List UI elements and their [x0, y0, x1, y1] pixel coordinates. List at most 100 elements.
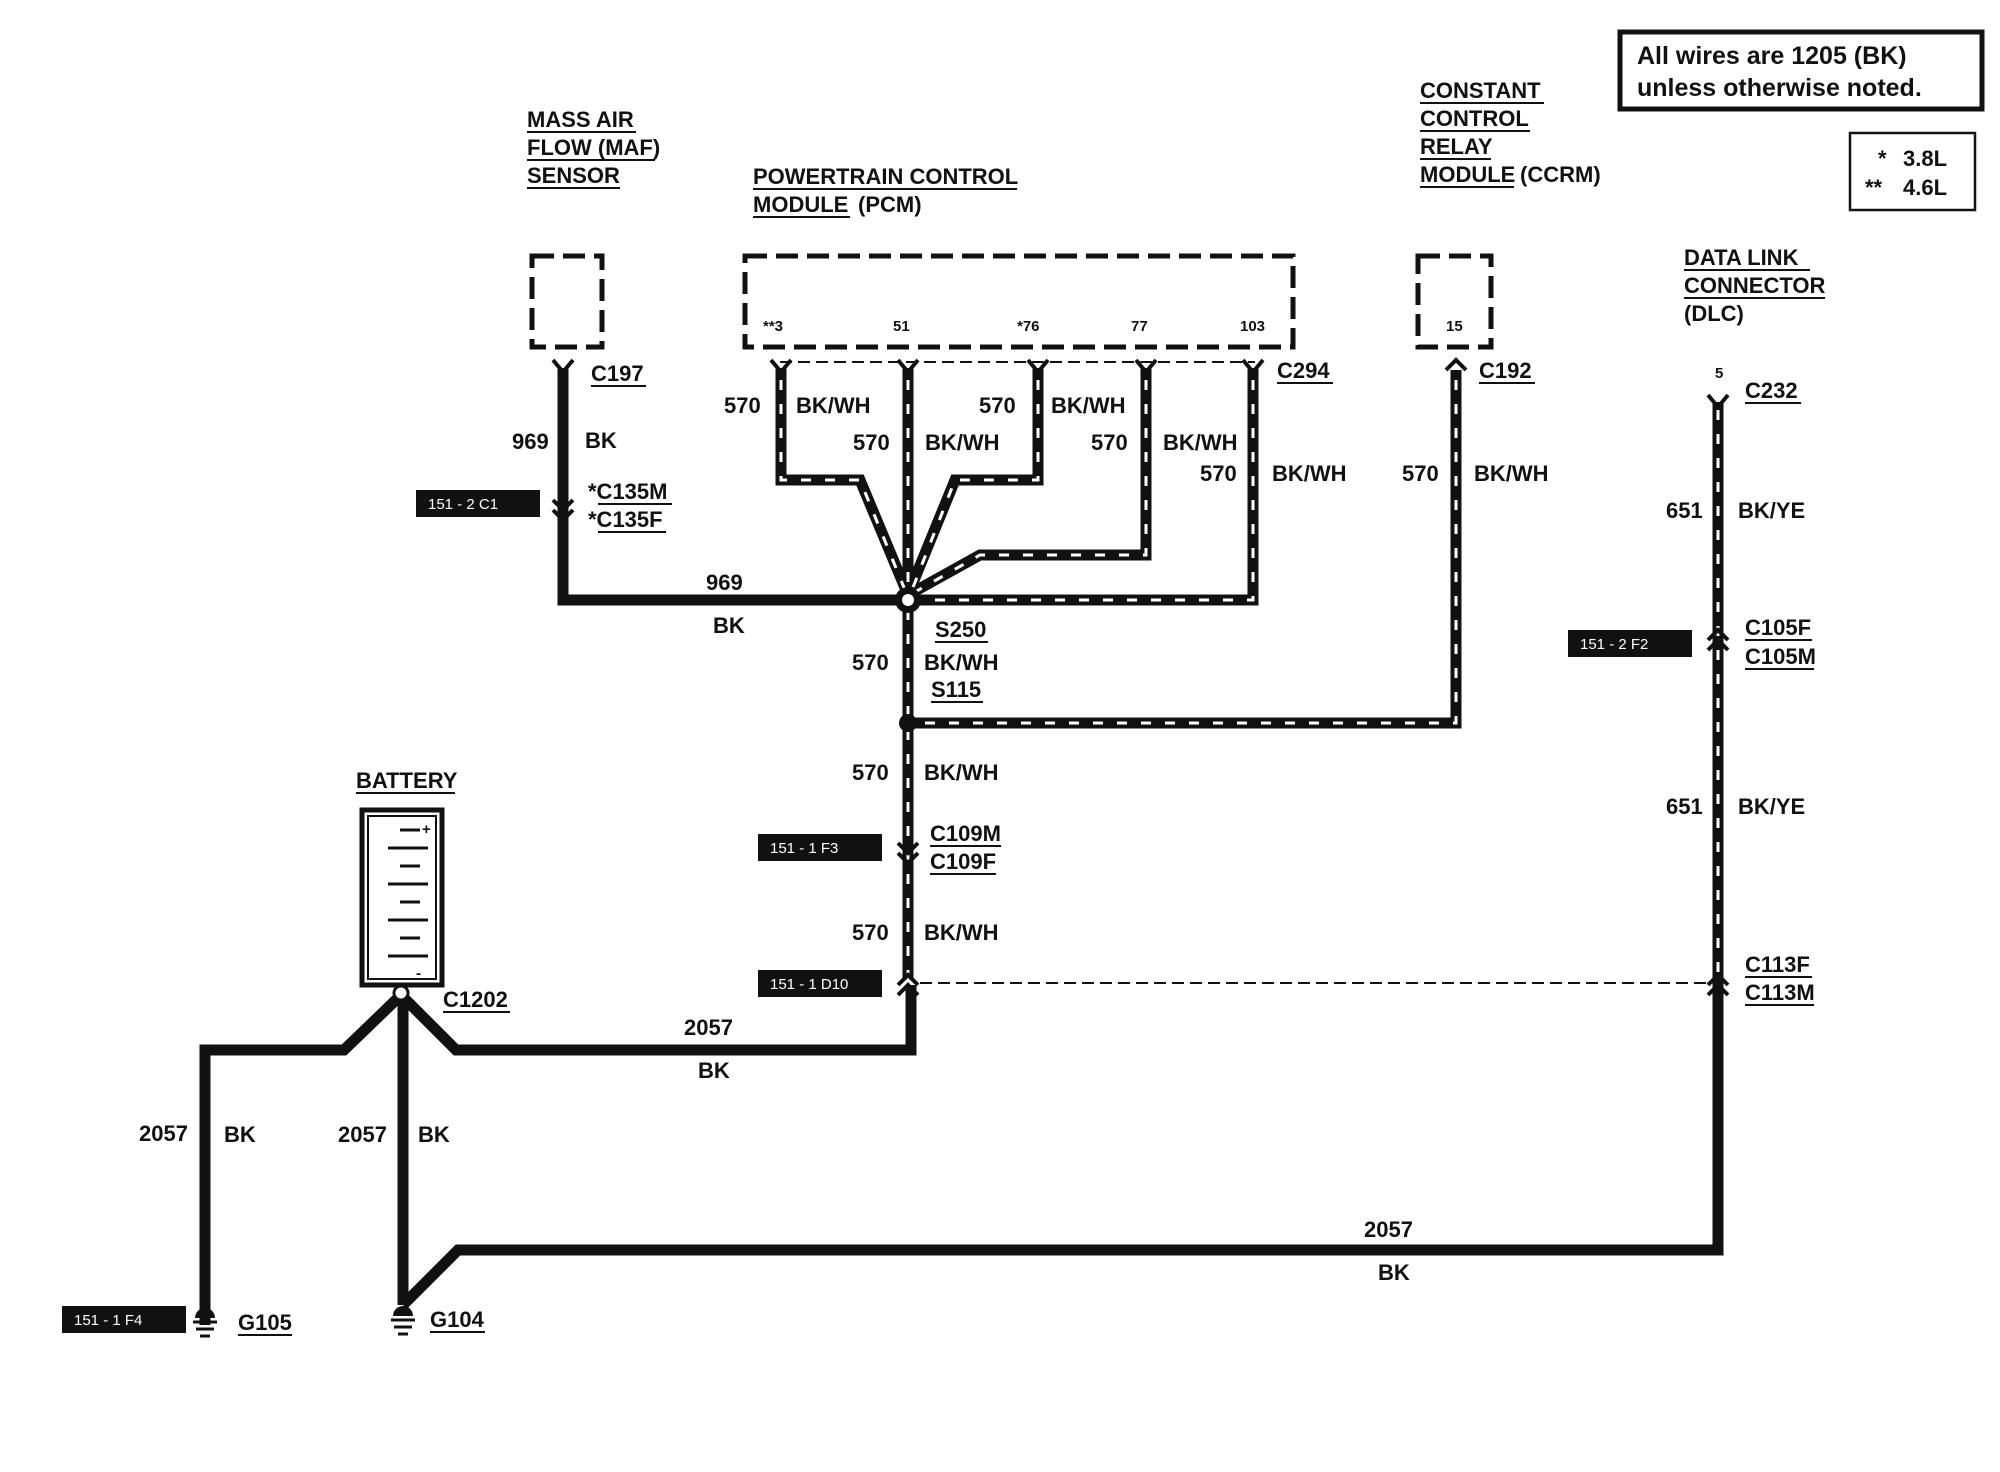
- wire-570-color-c109: BK/WH: [924, 920, 999, 945]
- legend-star-2: **: [1865, 175, 1883, 200]
- label-c197: C197: [591, 361, 644, 386]
- ccrm-pin-15: 15: [1446, 318, 1463, 335]
- label-g104: G104: [430, 1307, 485, 1332]
- pcm-box: [742, 253, 1296, 350]
- ref-tag-151-1-f3: 151 - 1 F3: [758, 834, 882, 861]
- label-c109m: C109M: [930, 821, 1001, 846]
- label-s115: S115: [931, 677, 981, 702]
- wire-651-color-1: BK/YE: [1738, 498, 1805, 523]
- wire-651-color-2: BK/YE: [1738, 794, 1805, 819]
- label-g105: G105: [238, 1310, 292, 1335]
- wire-651-num-2: 651: [1666, 794, 1703, 819]
- wire-969-num: 969: [512, 429, 549, 454]
- wire-2057-color-3: BK: [418, 1122, 450, 1147]
- note-line-1: All wires are 1205 (BK): [1637, 42, 1907, 70]
- dlc-pin-5: 5: [1715, 365, 1723, 382]
- engine-legend: * 3.8L ** 4.6L: [1848, 131, 1977, 212]
- wire-570-num-76: 570: [979, 393, 1016, 418]
- ccrm-label-line-2: CONTROL: [1420, 106, 1529, 131]
- wire-570-num-103: 570: [1200, 461, 1237, 486]
- battery: BATTERY + -: [356, 768, 458, 1002]
- dlc-label: DATA LINK CONNECTOR (DLC): [1684, 245, 1825, 326]
- dlc-label-line-3: (DLC): [1684, 301, 1744, 326]
- label-c109f: C109F: [930, 849, 996, 874]
- wire-570-num-ccrm: 570: [1402, 461, 1439, 486]
- wire-note-box: All wires are 1205 (BK) unless otherwise…: [1617, 29, 1985, 112]
- label-s250: S250: [935, 617, 986, 642]
- pcm-pin-51: 51: [893, 318, 910, 335]
- pcm-pin-3: **3: [763, 318, 783, 335]
- legend-star-1: *: [1878, 146, 1887, 171]
- maf-label-line-1: MASS AIR: [527, 107, 634, 132]
- pcm-label: POWERTRAIN CONTROL MODULE (PCM): [753, 164, 1018, 218]
- label-c113m: C113M: [1745, 980, 1815, 1005]
- wire-570-num-3: 570: [724, 393, 761, 418]
- wire-651-num-1: 651: [1666, 498, 1703, 523]
- svg-text:151 - 1 F3: 151 - 1 F3: [770, 840, 838, 857]
- label-c192: C192: [1479, 358, 1532, 383]
- maf-label-line-3: SENSOR: [527, 163, 620, 188]
- wire-570-num-s250: 570: [852, 650, 889, 675]
- maf-sensor-box: [529, 253, 605, 350]
- dlc-label-line-2: CONNECTOR: [1684, 273, 1825, 298]
- pcm-label-line-2a: MODULE: [753, 192, 848, 217]
- label-c135m: *C135M: [588, 479, 667, 504]
- note-line-2: unless otherwise noted.: [1637, 74, 1922, 102]
- wire-969-num-2: 969: [706, 570, 743, 595]
- maf-sensor-label: MASS AIR FLOW (MAF) SENSOR: [527, 107, 660, 189]
- ccrm-label-line-4b: (CCRM): [1520, 162, 1601, 187]
- wire-570-num-51: 570: [853, 430, 890, 455]
- wire-570-num-77: 570: [1091, 430, 1128, 455]
- ref-tag-151-2-c1: 151 - 2 C1: [416, 490, 540, 517]
- battery-label: BATTERY: [356, 768, 458, 793]
- wire-570-color-ccrm: BK/WH: [1474, 461, 1549, 486]
- ccrm-label-line-1: CONSTANT: [1420, 78, 1541, 103]
- connector-labels: C197 C294 C192 C232 *C135M *C135F S250 S…: [238, 358, 1816, 1336]
- pcm-pin-76: *76: [1017, 318, 1040, 335]
- wire-570-color-s250: BK/WH: [924, 650, 999, 675]
- pcm-label-line-1: POWERTRAIN CONTROL: [753, 164, 1018, 189]
- wire-2057-num-4: 2057: [1364, 1217, 1413, 1242]
- label-c113f: C113F: [1745, 952, 1810, 977]
- ccrm-label-line-3: RELAY: [1420, 134, 1493, 159]
- label-c105m: C105M: [1745, 644, 1816, 669]
- label-c135f: *C135F: [588, 507, 663, 532]
- pcm-pin-77: 77: [1131, 318, 1148, 335]
- ground-g105-icon: [193, 1308, 217, 1338]
- wire-2057-color-2: BK: [224, 1122, 256, 1147]
- connector-symbols: [551, 357, 1730, 997]
- label-c105f: C105F: [1745, 615, 1811, 640]
- label-c232: C232: [1745, 378, 1798, 403]
- pcm-pin-103: 103: [1240, 318, 1265, 335]
- ref-tag-151-1-d10: 151 - 1 D10: [758, 970, 882, 997]
- pcm-label-line-2b: (PCM): [858, 192, 922, 217]
- ref-tag-151-1-f4: 151 - 1 F4: [62, 1306, 186, 1333]
- maf-label-line-2: FLOW (MAF): [527, 135, 660, 160]
- wire-labels: 969 BK 969 BK 570 BK/WH 570 BK/WH 570 BK…: [139, 393, 1805, 1285]
- legend-value-2: 4.6L: [1903, 175, 1947, 200]
- wire-570-color-77: BK/WH: [1163, 430, 1238, 455]
- svg-text:151 - 2 F2: 151 - 2 F2: [1580, 636, 1648, 653]
- wire-2057-num-1: 2057: [684, 1015, 733, 1040]
- wire-570-num-s115: 570: [852, 760, 889, 785]
- wire-570-color-76: BK/WH: [1051, 393, 1126, 418]
- splice-s115: [899, 714, 917, 732]
- svg-text:151 - 2 C1: 151 - 2 C1: [428, 496, 498, 513]
- ccrm-label: CONSTANT CONTROL RELAY MODULE (CCRM): [1420, 78, 1601, 188]
- battery-minus: -: [416, 965, 421, 982]
- ccrm-label-line-4a: MODULE: [1420, 162, 1515, 187]
- wire-570-num-c109: 570: [852, 920, 889, 945]
- wire-2057-color-4: BK: [1378, 1260, 1410, 1285]
- ccrm-box: [1415, 253, 1494, 350]
- legend-value-1: 3.8L: [1903, 146, 1947, 171]
- ref-tag-151-2-f2: 151 - 2 F2: [1568, 630, 1692, 657]
- wire-969-color-2: BK: [713, 613, 745, 638]
- battery-plus: +: [422, 821, 431, 838]
- ground-g104-icon: [391, 1306, 415, 1336]
- wire-2057-num-2: 2057: [139, 1121, 188, 1146]
- label-c294: C294: [1277, 358, 1330, 383]
- wire-570-color-3: BK/WH: [796, 393, 871, 418]
- wire-2057-num-3: 2057: [338, 1122, 387, 1147]
- bk-wh-wires: [775, 368, 1462, 980]
